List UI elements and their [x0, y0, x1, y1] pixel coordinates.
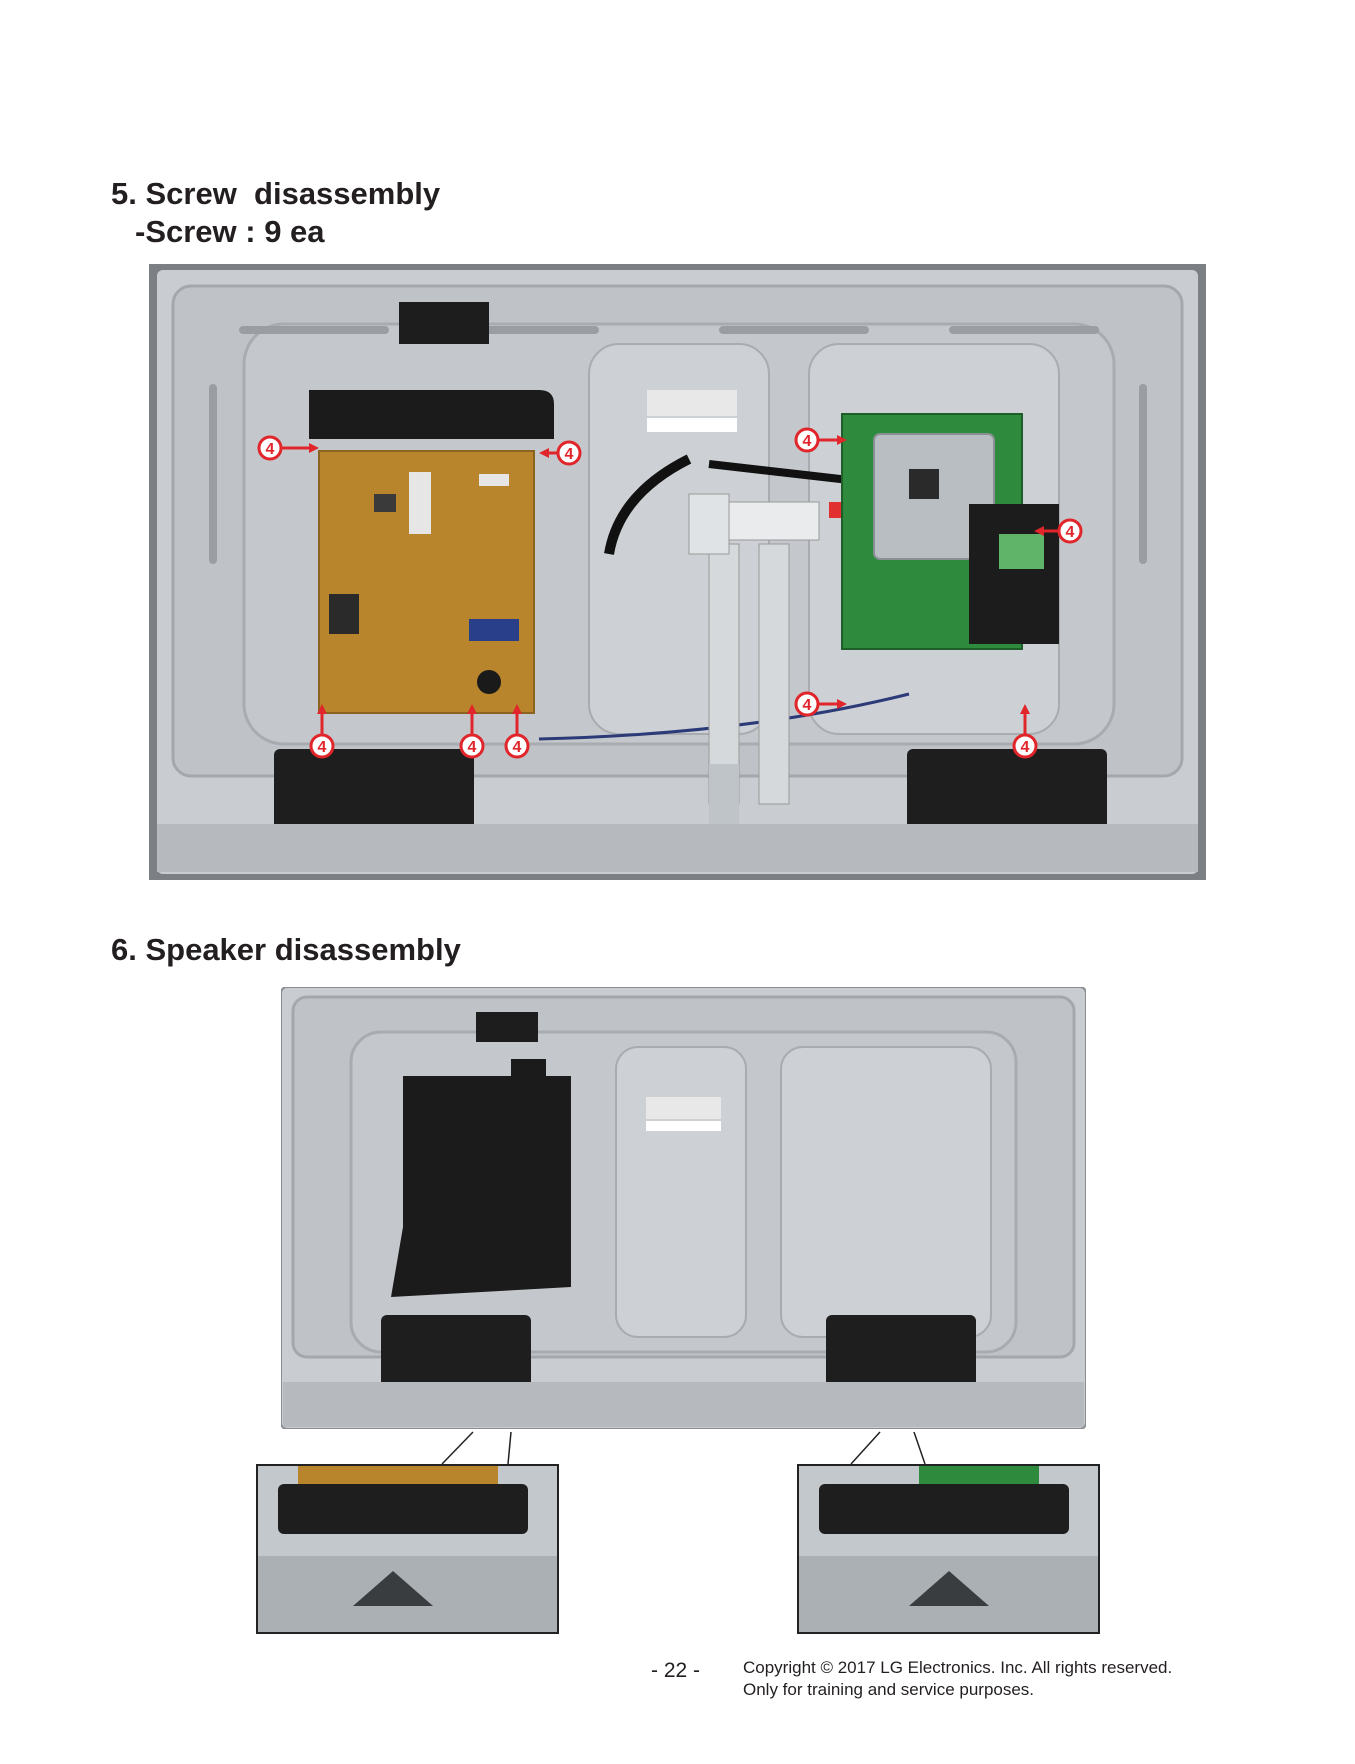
svg-text:4: 4: [513, 739, 522, 756]
screw-callout: 4: [257, 435, 319, 461]
screw-callout: 4: [309, 704, 335, 759]
svg-text:4: 4: [468, 739, 477, 756]
svg-text:4: 4: [1021, 739, 1030, 756]
right-speaker-detail-photo: [797, 1464, 1100, 1634]
screw-count-subtitle: -Screw : 9 ea: [135, 214, 325, 249]
screw-callout: 4: [794, 691, 847, 717]
svg-text:4: 4: [1066, 524, 1075, 541]
section-5-title: 5. Screw disassembly: [111, 176, 441, 211]
usage-note: Only for training and service purposes.: [743, 1680, 1035, 1699]
screw-callout: 4: [539, 440, 582, 466]
svg-text:4: 4: [318, 739, 327, 756]
svg-text:4: 4: [565, 446, 574, 463]
left-speaker-detail-photo: [256, 1464, 559, 1634]
screw-callout: 4: [1012, 704, 1038, 759]
svg-text:4: 4: [803, 433, 812, 450]
screw-callout: 4: [1034, 518, 1083, 544]
copyright-line: Copyright © 2017 LG Electronics. Inc. Al…: [743, 1658, 1173, 1677]
svg-text:4: 4: [266, 441, 275, 458]
section-6-title: 6. Speaker disassembly: [111, 932, 461, 967]
screw-callout: 4: [504, 704, 530, 759]
svg-text:4: 4: [803, 697, 812, 714]
page-number: - 22 -: [651, 1659, 701, 1682]
tv-back-speaker-photo: [280, 986, 1087, 1431]
tv-back-screw-photo: 4 4 4 4 4 4: [149, 264, 1206, 880]
screw-callout: 4: [459, 704, 485, 759]
copyright-notice: Copyright © 2017 LG Electronics. Inc. Al…: [743, 1657, 1172, 1701]
screw-callout: 4: [794, 427, 847, 453]
